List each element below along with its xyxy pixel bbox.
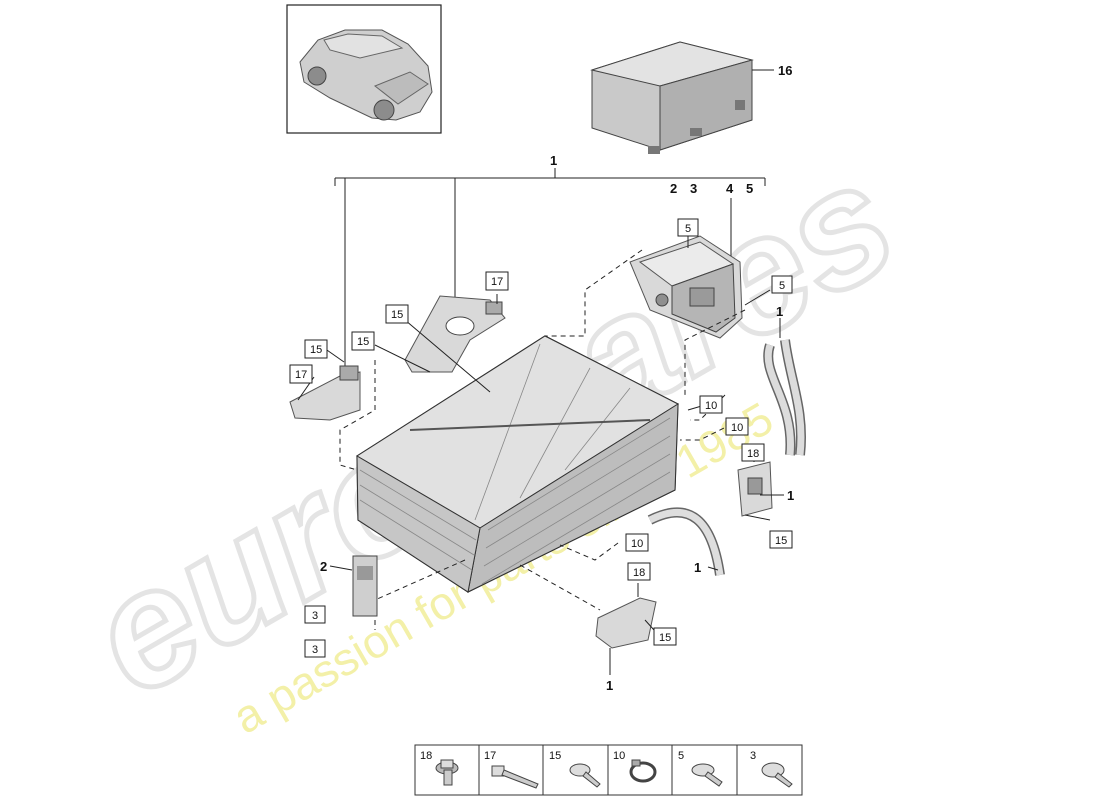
boxed-label-15-left-b: 15 <box>304 339 328 359</box>
boxed-label-5-right: 5 <box>771 275 793 294</box>
dashed-leader-lines <box>339 249 746 630</box>
svg-text:17: 17 <box>295 369 307 381</box>
svg-text:10: 10 <box>705 400 717 412</box>
boxed-label-15-bottom: 15 <box>653 627 677 646</box>
pan-head-screw-icon <box>761 762 793 788</box>
callout-5-top: 5 <box>746 181 753 196</box>
boxed-label-10-b: 10 <box>725 417 749 436</box>
callout-2-top: 2 <box>670 181 677 196</box>
legend-item-18: 18 <box>420 750 459 786</box>
callout-1-bracket-right: 1 <box>787 488 794 503</box>
mounting-bracket-bottom <box>595 597 657 649</box>
boxed-label-18-bottom: 18 <box>627 562 651 581</box>
boxed-label-15-right: 15 <box>769 530 793 549</box>
svg-text:5: 5 <box>685 223 691 235</box>
svg-text:5: 5 <box>678 750 684 762</box>
legend-item-5: 5 <box>678 750 723 787</box>
housing-grid-pattern <box>359 343 671 585</box>
svg-text:10: 10 <box>613 750 625 762</box>
callout-1-hose-lower: 1 <box>694 560 701 575</box>
boxed-label-3-b: 3 <box>304 639 326 658</box>
callout-2-left: 2 <box>320 559 327 574</box>
svg-text:18: 18 <box>420 750 432 762</box>
packaging-box <box>590 41 774 154</box>
svg-text:15: 15 <box>391 309 403 321</box>
boxed-label-15-mid: 15 <box>385 304 409 324</box>
callout-1-hose-right: 1 <box>776 304 783 319</box>
callout-3-top: 3 <box>690 181 697 196</box>
callout-16: 16 <box>778 63 792 78</box>
torx-bolt-icon <box>569 763 601 788</box>
svg-text:10: 10 <box>631 538 643 550</box>
boxed-label-10-a: 10 <box>699 395 723 414</box>
boxed-label-5-upper: 5 <box>677 218 699 237</box>
svg-text:3: 3 <box>312 610 318 622</box>
svg-text:18: 18 <box>633 567 645 579</box>
mounting-bracket-upper <box>404 295 506 373</box>
assembly-bracket <box>334 168 766 372</box>
sensor-module-left <box>352 555 378 617</box>
boxed-label-17-left: 17 <box>289 364 313 384</box>
battery-housing <box>356 335 680 593</box>
coolant-hose-right <box>763 339 806 456</box>
mounting-bracket-right <box>737 461 773 517</box>
mounting-bracket-left <box>289 365 361 421</box>
svg-text:15: 15 <box>659 632 671 644</box>
flange-screw-icon <box>691 763 723 787</box>
svg-text:17: 17 <box>491 276 503 288</box>
svg-text:3: 3 <box>312 644 318 656</box>
car-silhouette-icon <box>299 29 433 121</box>
svg-text:10: 10 <box>731 422 743 434</box>
boxed-label-3-a: 3 <box>304 605 326 624</box>
legend-item-3: 3 <box>750 750 793 788</box>
callout-1-bottom: 1 <box>606 678 613 693</box>
callout-1-assembly: 1 <box>550 153 557 168</box>
svg-text:3: 3 <box>750 750 756 762</box>
vehicle-thumbnail <box>286 4 442 134</box>
svg-text:15: 15 <box>357 336 369 348</box>
boxed-label-17-top: 17 <box>485 271 509 291</box>
fastener-legend: 18 17 15 10 <box>414 744 803 796</box>
coolant-hose-lower <box>647 507 725 576</box>
legend-item-15: 15 <box>549 750 601 788</box>
svg-text:18: 18 <box>747 448 759 460</box>
svg-text:15: 15 <box>549 750 561 762</box>
hex-flange-bolt-icon <box>435 759 459 786</box>
svg-text:5: 5 <box>779 280 785 292</box>
boxed-label-18-right: 18 <box>741 443 765 462</box>
svg-text:17: 17 <box>484 750 496 762</box>
hose-clamp-icon <box>629 759 657 783</box>
legend-item-17: 17 <box>484 750 539 789</box>
legend-item-10: 10 <box>613 750 657 783</box>
svg-text:15: 15 <box>310 344 322 356</box>
boxed-label-15-left-a: 15 <box>351 331 375 351</box>
battery-control-module <box>629 235 743 339</box>
boxed-label-10-lower: 10 <box>625 533 649 552</box>
svg-text:15: 15 <box>775 535 787 547</box>
callout-4-top: 4 <box>726 181 734 196</box>
long-bolt-icon <box>491 765 539 789</box>
